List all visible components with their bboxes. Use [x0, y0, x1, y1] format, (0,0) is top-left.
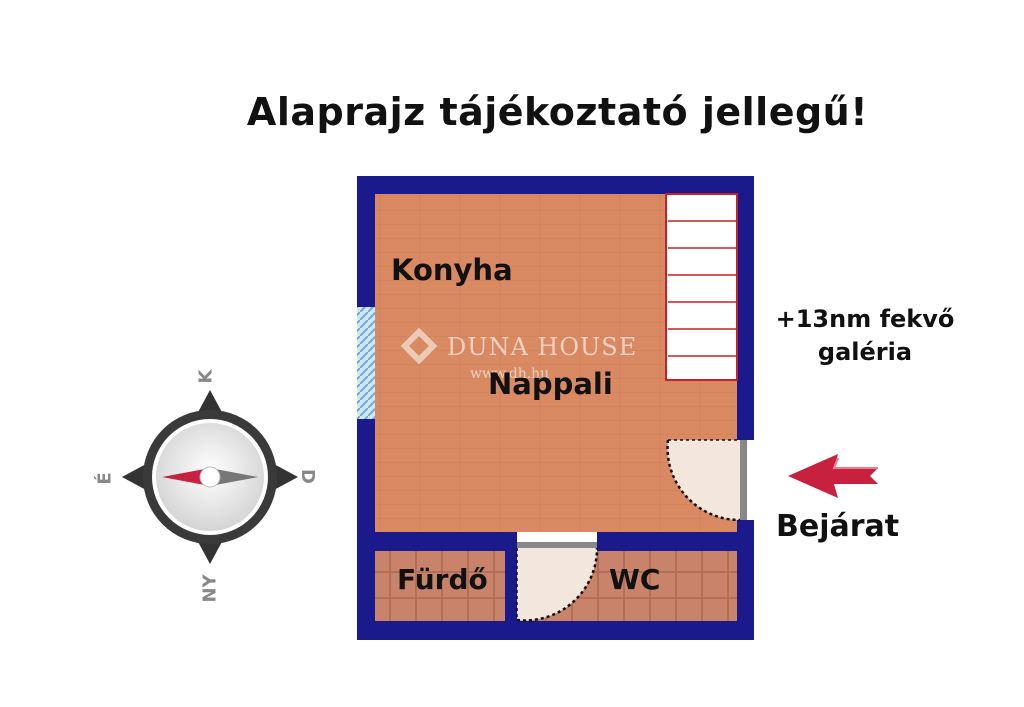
- watermark-brand: DUNA HOUSE: [447, 333, 638, 361]
- compass-north-label: K: [195, 369, 217, 384]
- window: [357, 307, 375, 419]
- room-label-toilet: WC: [609, 563, 661, 596]
- gallery-note-line2: galéria: [817, 338, 913, 366]
- compass-icon: [122, 390, 298, 564]
- room-label-kitchen: Konyha: [391, 253, 513, 287]
- gallery-note-line1: +13nm fekvő: [775, 305, 955, 333]
- bathroom-door: [516, 532, 599, 622]
- compass-west-label: É: [94, 472, 116, 485]
- partition-wall: [505, 551, 517, 621]
- staircase: [665, 193, 738, 381]
- gallery-note: +13nm fekvő galéria: [760, 303, 970, 369]
- room-label-living: Nappali: [488, 367, 613, 401]
- room-label-bathroom: Fürdő: [397, 563, 488, 596]
- compass-south-label: NY: [199, 574, 221, 603]
- compass-east-label: D: [296, 469, 318, 484]
- entrance-label: Bejárat: [776, 509, 900, 544]
- entrance-door: [666, 439, 754, 522]
- watermark-url: www.dh.hu: [470, 366, 550, 382]
- watermark-logo-icon: [400, 327, 438, 365]
- page-title: Alaprajz tájékoztató jellegű!: [246, 90, 869, 134]
- entrance-arrow-icon: [788, 454, 878, 498]
